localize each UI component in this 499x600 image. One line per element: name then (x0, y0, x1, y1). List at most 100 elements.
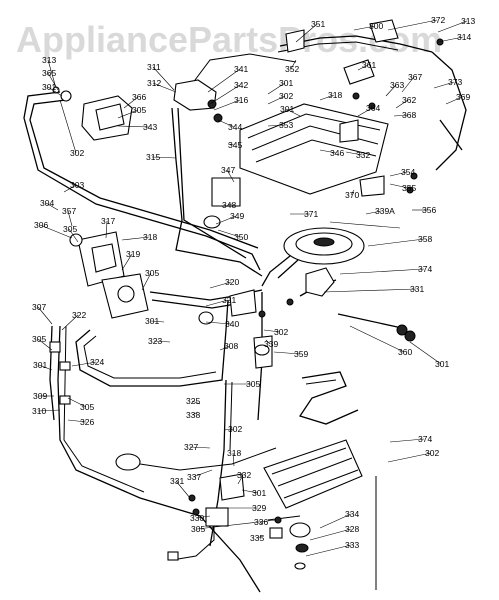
callout-325: 325 (186, 396, 200, 406)
callout-301: 301 (280, 104, 294, 114)
leader-line (121, 253, 133, 271)
leader-line (227, 143, 235, 146)
callout-331: 331 (410, 284, 424, 294)
callout-302: 302 (425, 448, 439, 458)
callout-322: 322 (72, 310, 86, 320)
leader-line (37, 409, 61, 412)
callout-370: 370 (345, 190, 359, 200)
leader-line (267, 82, 286, 95)
leader-line (213, 99, 241, 111)
leader-line (151, 156, 177, 159)
leader-line (205, 299, 229, 307)
callout-343: 343 (143, 122, 157, 132)
callout-374: 374 (418, 264, 432, 274)
leader-line (217, 119, 235, 128)
callout-365: 365 (42, 68, 56, 78)
leader-line (265, 339, 271, 345)
leader-line (227, 203, 233, 206)
callout-360: 360 (398, 347, 412, 357)
leader-line (37, 338, 53, 351)
leader-line (387, 19, 438, 31)
leader-line (263, 329, 281, 333)
callout-305: 305 (132, 105, 146, 115)
leader-line (305, 544, 352, 557)
callout-306: 306 (34, 220, 48, 230)
leader-line (353, 25, 376, 31)
callout-356: 356 (422, 205, 436, 215)
callout-316: 316 (234, 95, 248, 105)
callout-374: 374 (418, 434, 432, 444)
callout-344: 344 (228, 122, 242, 132)
callout-332: 332 (356, 150, 370, 160)
callout-339A: 339A (375, 206, 395, 216)
leader-line (365, 210, 382, 215)
callout-301: 301 (42, 82, 56, 92)
callout-362: 362 (402, 95, 416, 105)
leader-line (350, 189, 355, 196)
callout-321: 321 (222, 295, 236, 305)
leader-line (71, 361, 97, 367)
callout-368: 368 (402, 110, 416, 120)
callout-318: 318 (227, 448, 241, 458)
callout-315: 315 (146, 152, 160, 162)
leader-line (295, 23, 318, 43)
callout-363: 363 (390, 80, 404, 90)
callout-327: 327 (184, 442, 198, 452)
callout-305: 305 (145, 268, 159, 278)
leader-line (209, 281, 232, 289)
callout-328: 328 (345, 524, 359, 534)
callout-361: 361 (362, 60, 376, 70)
leader-line (68, 228, 79, 243)
callout-333: 333 (345, 540, 359, 550)
leader-line (267, 95, 286, 105)
callout-329: 329 (252, 503, 266, 513)
leader-line (393, 114, 409, 117)
callout-347: 347 (221, 165, 235, 175)
leader-line (349, 325, 405, 353)
callout-341: 341 (234, 64, 248, 74)
leader-line (389, 183, 409, 189)
broil-burner-337 (263, 439, 363, 509)
callout-305: 305 (191, 524, 205, 534)
callout-340: 340 (225, 319, 239, 329)
leader-line (409, 341, 442, 365)
callout-334: 334 (345, 509, 359, 519)
leader-line (150, 320, 165, 323)
leader-line (47, 86, 63, 97)
leader-line (389, 438, 425, 443)
leader-line (67, 419, 87, 423)
leader-line (223, 428, 235, 431)
leader-line (395, 99, 409, 109)
leader-line (191, 411, 199, 416)
leader-line (345, 151, 363, 156)
callout-305: 305 (63, 224, 77, 234)
leader-line (205, 321, 232, 325)
leader-line (401, 76, 415, 93)
leader-line (38, 364, 53, 371)
leader-line (285, 108, 301, 117)
callout-348: 348 (222, 200, 236, 210)
callout-366: 366 (132, 92, 146, 102)
callout-309: 309 (33, 391, 47, 401)
leader-line (189, 446, 211, 449)
leader-line (152, 66, 175, 91)
leader-line (67, 210, 73, 227)
callout-318: 318 (328, 90, 342, 100)
leader-line (367, 238, 425, 247)
callout-301: 301 (33, 360, 47, 370)
leader-line (255, 535, 265, 539)
callout-302: 302 (279, 91, 293, 101)
leader-line (192, 469, 213, 478)
leader-line (323, 288, 417, 293)
leader-line (215, 215, 237, 225)
components (49, 19, 444, 590)
leader-line (141, 272, 152, 291)
callout-335: 335 (250, 533, 264, 543)
leader-line (47, 59, 57, 89)
leader-line (121, 236, 150, 241)
callout-318: 318 (143, 232, 157, 242)
callout-305: 305 (80, 402, 94, 412)
leader-line (445, 96, 463, 105)
callout-330: 330 (190, 513, 204, 523)
gas-tubing (23, 35, 467, 593)
